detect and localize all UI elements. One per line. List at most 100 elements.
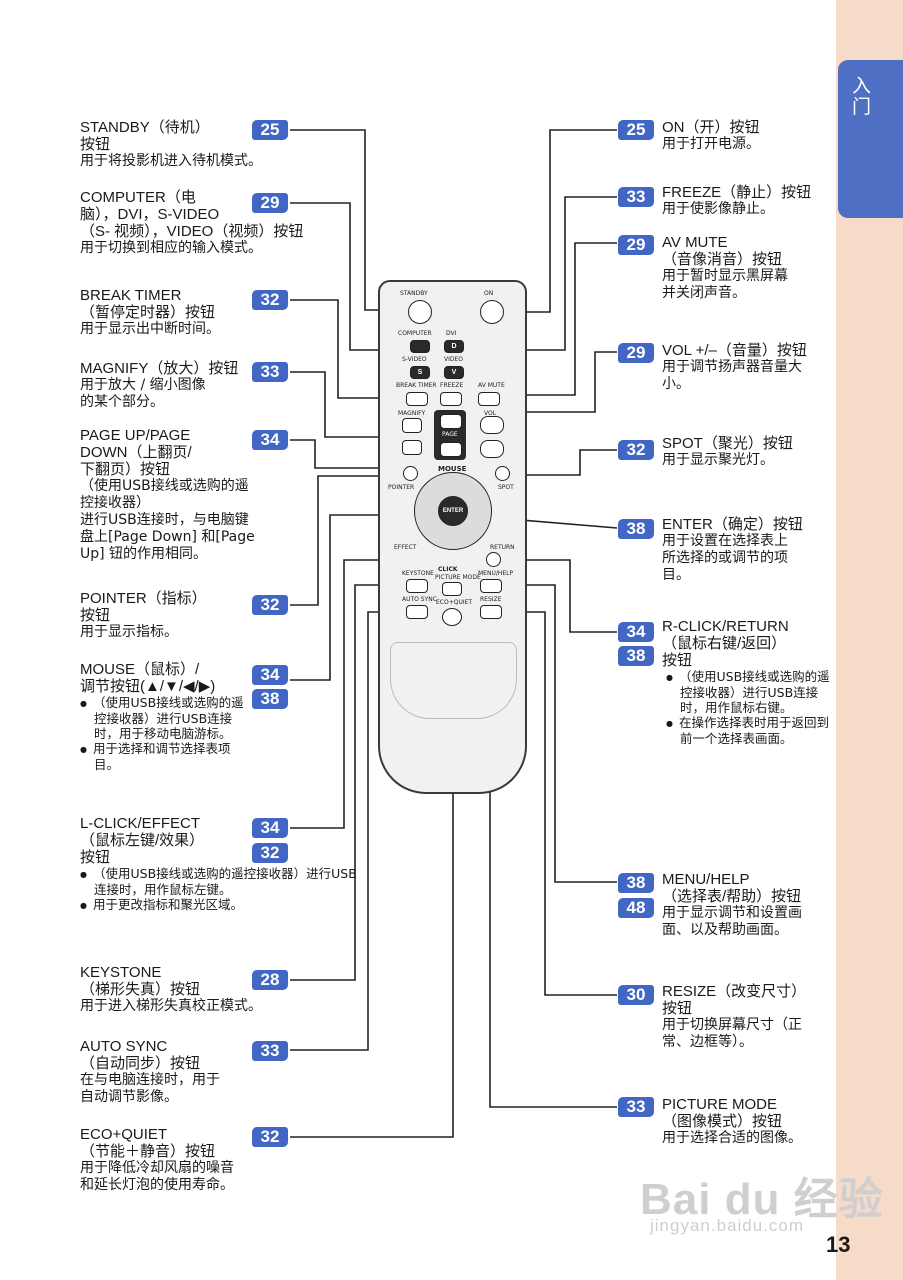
magnify-callout: MAGNIFY（放大）按钮 用于放大 / 缩小图像 的某个部分。	[80, 360, 250, 411]
magnify-minus-button[interactable]	[402, 440, 422, 455]
callout-desc: 用于显示聚光灯。	[662, 452, 774, 468]
callout-title: AV MUTE	[662, 234, 728, 251]
section-tab[interactable]	[838, 60, 903, 218]
ref-badge: 29	[618, 235, 654, 255]
callout-title: VOL +/–（音量）按钮	[662, 342, 807, 359]
callout-title: （S- 视频），VIDEO（视频）按钮	[80, 223, 304, 240]
video-button[interactable]: V	[444, 366, 464, 379]
on-button[interactable]	[480, 300, 504, 324]
callout-bullet: 用于选择和调节选择表项目。	[80, 741, 249, 772]
page-label: PAGE	[442, 431, 458, 438]
callout-title: PICTURE MODE	[662, 1096, 778, 1113]
callout-title: （自动同步）按钮	[80, 1055, 201, 1072]
ref-badge: 32	[252, 843, 288, 863]
callout-title: MOUSE（鼠标）/	[80, 661, 200, 678]
freeze-button[interactable]	[440, 392, 462, 406]
enter-button[interactable]: ENTER	[438, 496, 468, 526]
eco-callout: ECO+QUIET （节能＋静音）按钮 用于降低冷却风扇的噪音 和延长灯泡的使用…	[80, 1126, 290, 1194]
ref-badge: 38	[252, 689, 288, 709]
menu-callout: MENU/HELP （选择表/帮助）按钮 用于显示调节和设置画 面、以及帮助画面…	[662, 871, 834, 939]
ref-badge: 29	[618, 343, 654, 363]
spot-label: SPOT	[498, 484, 514, 491]
standby-button[interactable]	[408, 300, 432, 324]
pointer-callout: POINTER（指标） 按钮 用于显示指标。	[80, 590, 250, 641]
callout-desc: 所选择的或调节的项	[662, 550, 788, 566]
freeze-label: FREEZE	[440, 382, 464, 389]
callout-title: 按钮	[80, 136, 111, 153]
callout-title: COMPUTER（电	[80, 189, 196, 206]
rclick-callout: R-CLICK/RETURN （鼠标右键/返回） 按钮 （使用USB接线或选购的…	[662, 618, 830, 746]
picture-mode-label: PICTURE MODE	[435, 574, 481, 581]
callout-bullet: （使用USB接线或选购的遥控接收器）进行USB连接时，用作鼠标左键。	[80, 866, 362, 897]
ref-badge: 34	[252, 430, 288, 450]
vol-up-button[interactable]	[480, 416, 504, 434]
pointer-button[interactable]	[403, 466, 418, 481]
eco-quiet-label: ECO+QUIET	[436, 599, 473, 606]
callout-desc: 控接收器）	[80, 495, 150, 511]
callout-title: （音像消音）按钮	[662, 251, 783, 268]
callout-title: （暂停定时器）按钮	[80, 304, 216, 321]
ref-badge: 32	[252, 595, 288, 615]
menu-help-label: MENU/HELP	[478, 570, 514, 577]
picture-mode-button[interactable]	[442, 582, 462, 596]
spot-button[interactable]	[495, 466, 510, 481]
callout-title: RESIZE（改变尺寸）	[662, 983, 807, 1000]
computer-button[interactable]	[410, 340, 430, 353]
section-tab-label: 入门	[852, 75, 872, 118]
on-callout: ON（开）按钮 用于打开电源。	[662, 119, 832, 153]
callout-desc: 用于将投影机进入待机模式。	[80, 153, 262, 169]
callout-desc: 用于打开电源。	[662, 136, 760, 152]
pointer-label: POINTER	[388, 484, 415, 491]
callout-desc: 用于调节扬声器音量大	[662, 359, 802, 375]
auto-sync-button[interactable]	[406, 605, 428, 619]
ref-badge: 25	[618, 120, 654, 140]
callout-title: R-CLICK/RETURN	[662, 618, 789, 635]
watermark-logo: Bai du 经验	[640, 1175, 884, 1224]
svideo-button[interactable]: S	[410, 366, 430, 379]
callout-title: SPOT（聚光）按钮	[662, 435, 793, 452]
watermark-url: jingyan.baidu.com	[650, 1216, 805, 1235]
dvi-label: DVI	[446, 330, 457, 337]
callout-desc: Up] 钮的作用相同。	[80, 546, 208, 562]
callout-title: （图像模式）按钮	[662, 1113, 783, 1130]
spot-callout: SPOT（聚光）按钮 用于显示聚光灯。	[662, 435, 832, 469]
picture-callout: PICTURE MODE （图像模式）按钮 用于选择合适的图像。	[662, 1096, 834, 1147]
return-button[interactable]	[486, 552, 501, 567]
callout-title: 脑），DVI，S-VIDEO	[80, 206, 220, 223]
callout-desc: 的某个部分。	[80, 394, 164, 410]
ref-badge: 38	[618, 646, 654, 666]
callout-desc: 用于显示调节和设置画	[662, 905, 802, 921]
callout-title: BREAK TIMER	[80, 287, 182, 304]
callout-title: L-CLICK/EFFECT	[80, 815, 201, 832]
callout-title: MENU/HELP	[662, 871, 750, 888]
keystone-button[interactable]	[406, 579, 428, 593]
vol-label: VOL	[484, 410, 497, 417]
page-up-button[interactable]	[440, 414, 462, 429]
callout-title: 调节按钮(▲/▼/◀/▶)	[80, 678, 216, 695]
callout-desc: 用于切换到相应的输入模式。	[80, 240, 262, 256]
menu-help-button[interactable]	[480, 579, 502, 593]
callout-bullet: 在操作选择表时用于返回到前一个选择表画面。	[666, 715, 830, 746]
page-down-button[interactable]	[440, 442, 462, 457]
computer-callout: COMPUTER（电 脑），DVI，S-VIDEO （S- 视频），VIDEO（…	[80, 189, 360, 257]
resize-button[interactable]	[480, 605, 502, 619]
callout-desc: 进行USB连接时，与电脑键	[80, 512, 249, 528]
magnify-plus-button[interactable]	[402, 418, 422, 433]
callout-desc: 用于使影像静止。	[662, 201, 774, 217]
mouse-callout: MOUSE（鼠标）/ 调节按钮(▲/▼/◀/▶) （使用USB接线或选购的遥控接…	[80, 661, 250, 772]
vol-down-button[interactable]	[480, 440, 504, 458]
callout-title: 按钮	[80, 607, 111, 624]
break-timer-button[interactable]	[406, 392, 428, 406]
dvi-button[interactable]: D	[444, 340, 464, 353]
av-mute-button[interactable]	[478, 392, 500, 406]
ref-badge: 34	[252, 665, 288, 685]
ref-badge: 33	[252, 362, 288, 382]
callout-desc: 目。	[662, 567, 690, 583]
callout-desc: 盘上[Page Down] 和[Page	[80, 529, 255, 545]
auto-sync-label: AUTO SYNC	[402, 596, 437, 603]
callout-title: ON（开）按钮	[662, 119, 760, 136]
ref-badge: 33	[618, 1097, 654, 1117]
eco-quiet-button[interactable]	[442, 608, 462, 626]
vol-callout: VOL +/–（音量）按钮 用于调节扬声器音量大 小。	[662, 342, 834, 393]
ref-badge: 48	[618, 898, 654, 918]
